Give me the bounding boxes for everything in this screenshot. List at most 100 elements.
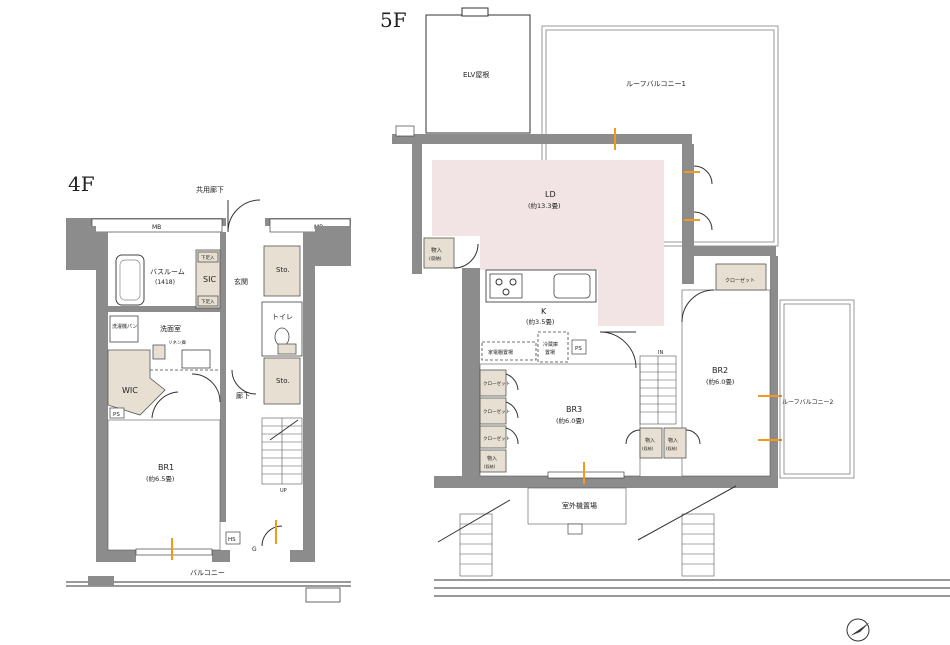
- kitchen-sink: [553, 273, 591, 299]
- roof-balcony-2-inner: [783, 303, 851, 475]
- closet-door-arc-1: [505, 373, 519, 391]
- k-door-arc: [599, 331, 637, 369]
- k-label: K: [541, 307, 547, 316]
- storage-stair-door-2: [685, 429, 701, 445]
- washer-pan-label: 洗濯機パン: [112, 323, 137, 330]
- closet-3-label: クローゼット: [483, 435, 510, 442]
- br3-label: BR3: [566, 405, 582, 414]
- shoe-storage-top-label: 下足入: [201, 255, 215, 261]
- storage-2-label: Sto.: [276, 377, 290, 385]
- roof-balcony-2: [779, 299, 855, 479]
- burner-1: [495, 278, 503, 286]
- br3-window: [547, 471, 625, 479]
- lower-stairs-5f: [437, 485, 737, 577]
- storage-br3-left-label: 物入: [487, 455, 497, 462]
- storage-left-5f: [423, 237, 455, 269]
- washbasin: [181, 349, 211, 369]
- storage-left-door-arc: [453, 243, 479, 269]
- toilet-label: トイレ: [272, 313, 293, 321]
- storage-stair-1-label: 物入: [645, 437, 655, 444]
- wall-4f-bottom-left: [96, 550, 136, 562]
- diagonal-right: [637, 485, 737, 541]
- lower-stair-left: [459, 513, 493, 577]
- wall-4f-left: [96, 232, 108, 554]
- linen-label: リネン庫: [168, 339, 186, 346]
- toilet-bowl: [274, 327, 290, 347]
- shoe-storage-bottom: [197, 295, 219, 307]
- bathtub-inner: [119, 259, 141, 301]
- wall-4f-right: [303, 232, 315, 558]
- appliance-label: 家電棚置場: [488, 349, 513, 356]
- hallway-label: 廊下: [236, 391, 250, 400]
- ps-k-label: PS: [575, 346, 582, 352]
- mb-left-label: MB: [152, 224, 161, 231]
- stairs-4f: [261, 417, 303, 485]
- storage-left-label: 物入: [431, 246, 443, 254]
- storage-left-sub-label: (収納): [429, 255, 442, 262]
- closet-2-label: クローゼット: [483, 408, 510, 415]
- storage-br3-left-sub: (収納): [484, 463, 496, 469]
- br1-door-arc: [191, 373, 221, 403]
- br1-size-label: (約6.5畳): [146, 474, 174, 483]
- bathroom-label: バスルーム: [150, 268, 185, 276]
- closet-2: [479, 397, 507, 425]
- entrance-label: 玄関: [234, 277, 248, 286]
- sic-label: SIC: [203, 275, 216, 284]
- shoe-storage-bottom-label: 下足入: [201, 299, 215, 305]
- closet-door-arc-2: [505, 401, 519, 419]
- br1-window: [135, 548, 213, 556]
- storage-stair-1-sub: (収納): [642, 445, 654, 451]
- elv-roof: [425, 14, 531, 134]
- washroom-label: 洗面室: [160, 324, 181, 333]
- stairs-5f: [639, 355, 677, 425]
- wall-5f-top: [392, 134, 692, 144]
- compass-icon: [846, 618, 870, 642]
- ac-area-label: 室外機置場: [562, 501, 597, 510]
- fridge-sub-label: 置場: [545, 349, 555, 356]
- balcony-label: バルコニー: [190, 569, 225, 577]
- bathroom-size-label: (1418): [155, 279, 175, 286]
- storage-1-label: Sto.: [276, 266, 290, 274]
- mb-box-left: [91, 218, 223, 233]
- wall-5f-left-inner: [462, 268, 480, 478]
- ld-area-highlight: [432, 160, 664, 326]
- balcony-door-arc: [261, 525, 283, 547]
- br3-size-label: (約6.0畳): [556, 416, 584, 425]
- wall-5f-right-top: [694, 246, 776, 256]
- elv-roof-top: [461, 7, 489, 17]
- br2-label: BR2: [712, 366, 728, 375]
- fridge-label: 冷蔵庫: [543, 341, 558, 348]
- wall-5f-far-right: [770, 256, 778, 476]
- ps-k-box: [571, 339, 587, 355]
- storage-1: [263, 245, 301, 297]
- wall-4f-left-ext: [66, 226, 96, 270]
- stairs-4f-break: [269, 419, 299, 441]
- bathtub: [115, 254, 145, 306]
- shoe-storage-top: [197, 251, 219, 263]
- in-label: IN: [658, 350, 663, 356]
- ld-door-arc-1: [693, 165, 713, 185]
- storage-stair-2-sub: (収納): [666, 445, 678, 451]
- toilet-storage: [277, 343, 297, 355]
- cooktop: [489, 273, 523, 299]
- ps-low-label: PS: [113, 412, 120, 418]
- ld-door-arc-2: [693, 211, 713, 231]
- br2-closet-label: クローゼット: [725, 277, 755, 284]
- hallway-door-arc: [231, 369, 257, 395]
- wic-door-arc: [151, 391, 179, 419]
- floor-4f: 4F 共用廊下 MB MB バスルーム (1418) 下足入 SIC 下足入: [66, 172, 351, 603]
- closet-door-arc-3: [505, 427, 519, 445]
- wall-4f-bottom-right: [290, 550, 315, 562]
- k-size-label: (約3.5畳): [526, 317, 554, 326]
- roof-balcony-2-label: ルーフバルコニー2: [782, 399, 834, 406]
- storage-stair-door-1: [625, 429, 641, 445]
- fridge-space: [537, 331, 569, 363]
- linen-storage: [152, 344, 166, 360]
- closet-1-label: クローゼット: [483, 380, 510, 387]
- ac-unit-4f: [305, 587, 341, 603]
- wall-5f-right: [682, 144, 694, 284]
- ld-label: LD: [545, 190, 556, 199]
- entrance-door-arc: [227, 199, 261, 233]
- ac-area-box: [567, 523, 583, 535]
